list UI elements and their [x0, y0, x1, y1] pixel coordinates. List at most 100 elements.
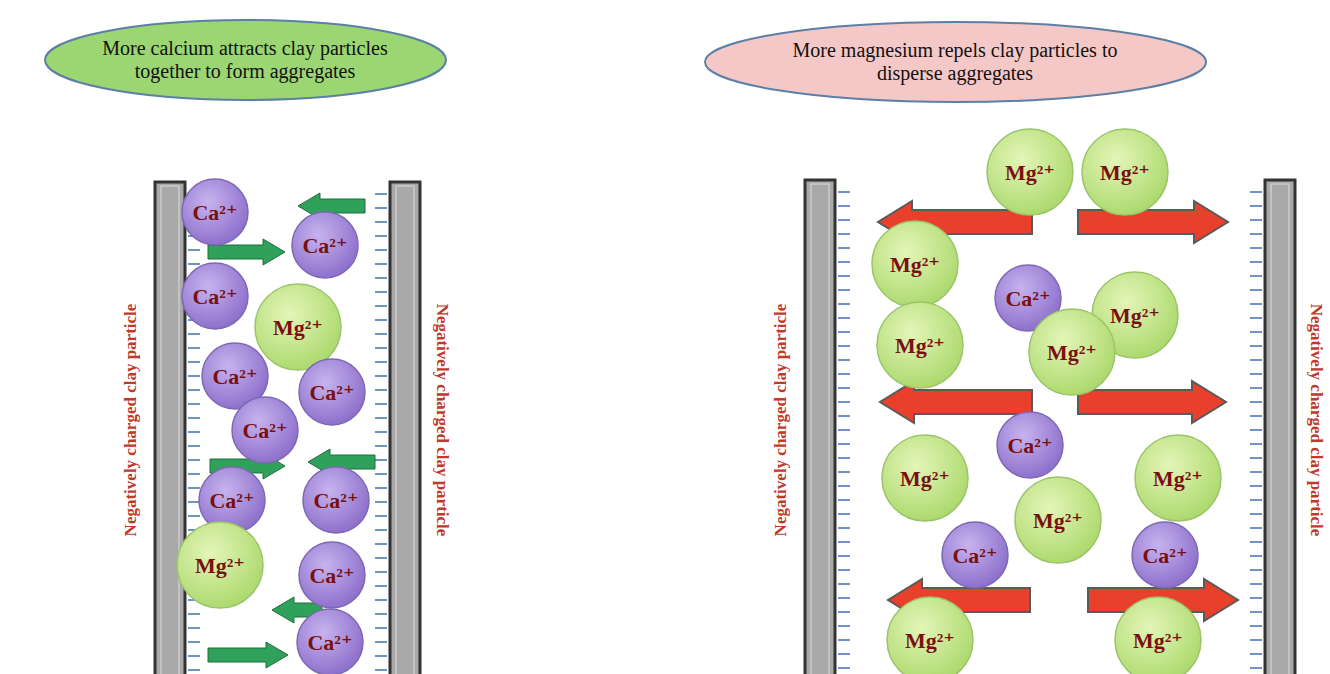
negative-charge-dash	[1250, 555, 1262, 557]
ion-label: Ca²⁺	[952, 542, 997, 569]
negative-charge-dash	[188, 417, 200, 419]
negative-charge-dash	[1250, 401, 1262, 403]
negative-charge-dash	[838, 569, 850, 571]
negative-charge-dash	[375, 333, 387, 335]
magnesium-ion: Mg²⁺	[1134, 434, 1222, 522]
magnesium-ion: Mg²⁺	[1081, 128, 1169, 216]
bubble-outline	[45, 20, 446, 100]
negative-charge-dash	[375, 599, 387, 601]
calcium-ion: Ca²⁺	[291, 211, 359, 279]
negative-charge-dash	[1250, 625, 1262, 627]
negative-charge-dash	[838, 373, 850, 375]
calcium-ion: Ca²⁺	[231, 396, 299, 464]
magnesium-ion: Mg²⁺	[986, 128, 1074, 216]
negative-charge-dash	[838, 191, 850, 193]
ion-label: Mg²⁺	[1133, 627, 1183, 654]
negative-charge-dash	[375, 305, 387, 307]
negative-charge-dash	[1250, 513, 1262, 515]
negative-charge-dash	[375, 655, 387, 657]
negative-charge-dash	[838, 443, 850, 445]
negative-charge-dash	[838, 457, 850, 459]
negative-charge-dash	[375, 473, 387, 475]
negative-charge-dash	[375, 627, 387, 629]
magnesium-ion: Mg²⁺	[871, 220, 959, 308]
negative-charge-dash	[1250, 205, 1262, 207]
negative-charge-dash	[838, 359, 850, 361]
negative-charge-dash	[838, 555, 850, 557]
calcium-ion: Ca²⁺	[302, 466, 370, 534]
negative-charge-dash	[838, 331, 850, 333]
negative-charge-dash	[375, 571, 387, 573]
negative-charge-dash	[1250, 373, 1262, 375]
repulsion-arrow	[880, 381, 1032, 423]
magnesium-ion: Mg²⁺	[876, 301, 964, 389]
negative-charge-dash	[188, 613, 200, 615]
ion-circle	[232, 397, 298, 463]
magnesium-ion: Mg²⁺	[881, 434, 969, 522]
ion-circle	[177, 522, 263, 608]
ion-label: Ca²⁺	[212, 363, 257, 390]
bubble-text: More calcium attracts clay particles tog…	[95, 37, 395, 83]
negative-charge-dash	[188, 249, 200, 251]
negative-charge-dash	[375, 291, 387, 293]
negative-charge-dash	[1250, 247, 1262, 249]
ion-label: Mg²⁺	[1153, 465, 1203, 492]
speech-bubble: More calcium attracts clay particles tog…	[43, 18, 448, 102]
negative-charge-dash	[375, 389, 387, 391]
negative-charge-dash	[375, 501, 387, 503]
ion-label: Ca²⁺	[309, 562, 354, 589]
negative-charge-dash	[188, 403, 200, 405]
negative-charge-dash	[188, 347, 200, 349]
negative-charge-dash	[838, 639, 850, 641]
ion-label: Ca²⁺	[1142, 542, 1187, 569]
negative-charge-dash	[838, 415, 850, 417]
negative-charge-dash	[1250, 653, 1262, 655]
negative-charge-dash	[838, 317, 850, 319]
ion-label: Mg²⁺	[1033, 507, 1083, 534]
magnesium-ion: Mg²⁺	[176, 521, 264, 609]
ion-circle	[882, 435, 968, 521]
ion-circle	[872, 221, 958, 307]
negative-charge-dash	[375, 431, 387, 433]
negative-charge-dash	[375, 529, 387, 531]
calcium-ion: Ca²⁺	[298, 358, 366, 426]
ion-label: Mg²⁺	[1047, 339, 1097, 366]
negative-charge-dash	[375, 361, 387, 363]
negative-charge-dash	[1250, 457, 1262, 459]
plate-label: Negatively charged clay particle	[1306, 304, 1326, 537]
negative-charge-dash	[1250, 541, 1262, 543]
negative-charge-dash	[838, 289, 850, 291]
negative-charge-dash	[838, 625, 850, 627]
negative-charge-dash	[838, 471, 850, 473]
ion-label: Ca²⁺	[192, 199, 237, 226]
negative-charge-dash	[838, 541, 850, 543]
clay-particle-plate	[1265, 180, 1295, 674]
negative-charge-dash	[838, 667, 850, 669]
ion-circle	[292, 212, 358, 278]
negative-charge-dash	[838, 597, 850, 599]
negative-charge-dash	[838, 345, 850, 347]
negative-charge-dash	[375, 193, 387, 195]
negative-charge-dash	[1250, 527, 1262, 529]
negative-charge-dash	[838, 387, 850, 389]
ion-circle	[997, 412, 1063, 478]
negative-charge-dash	[188, 333, 200, 335]
ion-label: Ca²⁺	[242, 417, 287, 444]
ion-circle	[1115, 597, 1201, 674]
negative-charge-dash	[188, 473, 200, 475]
negative-charge-dash	[1250, 233, 1262, 235]
negative-charge-dash	[375, 445, 387, 447]
clay-particle-plate	[805, 180, 835, 674]
negative-charge-dash	[1250, 387, 1262, 389]
negative-charge-dash	[188, 641, 200, 643]
ion-circle	[887, 597, 973, 674]
negative-charge-dash	[838, 513, 850, 515]
negative-charge-dash	[1250, 499, 1262, 501]
repulsion-arrow	[1078, 381, 1226, 423]
ion-circle	[942, 522, 1008, 588]
magnesium-ion: Mg²⁺	[1114, 596, 1202, 674]
speech-bubble: More magnesium repels clay particles to …	[703, 20, 1208, 104]
clay-particle-plate	[390, 182, 420, 674]
ion-circle	[299, 359, 365, 425]
